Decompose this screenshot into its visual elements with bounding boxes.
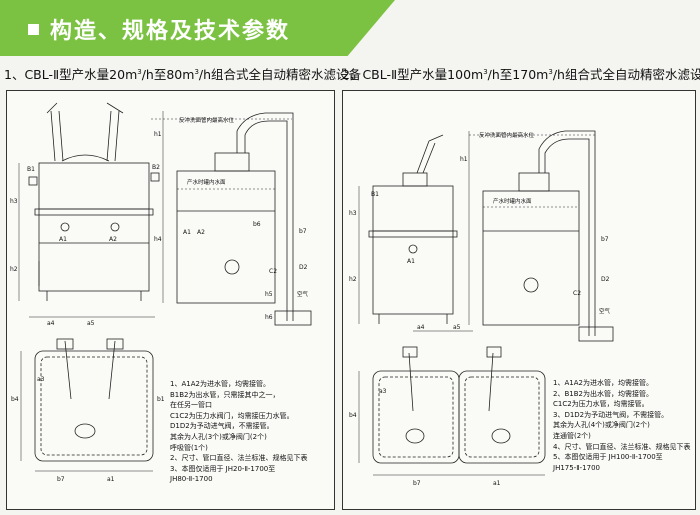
caption-left: 1、CBL-Ⅱ型产水量20m3/h至80m3/h组合式全自动精密水滤设备 xyxy=(4,67,362,82)
technical-drawing-left: B1 B2 A1 A2 h3 h2 反冲洗面管内最高水位 产水时罐内水面 A1 … xyxy=(10,102,312,483)
r-dim-h3-label: h3 xyxy=(349,210,357,217)
r-port-b1-label: B1 xyxy=(371,191,379,198)
r-dim-b7-label: b7 xyxy=(601,236,609,243)
dim-h1-label: h1 xyxy=(154,131,162,138)
r-air-label: 空气 xyxy=(599,307,611,315)
dim-b6-label: b6 xyxy=(253,221,261,228)
dim-b4-label: b4 xyxy=(11,396,19,403)
port-a2-label: A2 xyxy=(109,236,117,243)
r-port-a1-label: A1 xyxy=(407,258,415,265)
dim-a5-label: a5 xyxy=(87,320,95,327)
side-a1-label: A1 xyxy=(183,229,191,236)
port-a1-label: A1 xyxy=(59,236,67,243)
r-dim-a5-label: a5 xyxy=(453,324,461,331)
r-dim-a4-label: a4 xyxy=(417,324,425,331)
square-bullet-icon xyxy=(28,24,39,35)
dim-h3-label: h3 xyxy=(10,198,18,205)
section-banner: 构造、规格及技术参数 xyxy=(0,0,395,56)
port-b1-label: B1 xyxy=(27,166,35,173)
drawing-panel-left: B1 B2 A1 A2 h3 h2 反冲洗面管内最高水位 产水时罐内水面 A1 … xyxy=(6,90,335,510)
port-c2-label: C2 xyxy=(269,268,277,275)
air-label: 空气 xyxy=(297,290,309,298)
dim-a3-label: a3 xyxy=(37,376,45,383)
backwash-level-label: 反冲洗面管内最高水位 xyxy=(179,116,235,124)
dim-h2-label: h2 xyxy=(10,266,18,273)
r-dim-h2-label: h2 xyxy=(349,276,357,283)
notes-right: 1、A1A2为进水管，均需接管。2、B1B2为出水管，均需接管。C1C2为压力水… xyxy=(553,379,691,472)
r-dim-a3-label: a3 xyxy=(379,388,387,395)
r-tank-level-label: 产水时罐内水面 xyxy=(493,197,532,205)
dim-b7-label: b7 xyxy=(299,228,307,235)
r-dim-b4-label: b4 xyxy=(349,412,357,419)
technical-drawing-right: B1 A1 h3 h2 反冲洗面管内最高水位 产水时罐内水面 b7 D2 C2 … xyxy=(349,130,614,487)
port-b2-label: B2 xyxy=(152,164,160,171)
tank-level-label: 产水时罐内水面 xyxy=(187,178,226,186)
dim-b1-label: b1 xyxy=(157,396,165,403)
port-d2-label: D2 xyxy=(299,264,308,271)
dim-h6-label: h6 xyxy=(265,314,273,321)
r-port-c2-label: C2 xyxy=(573,290,581,297)
dim-a2-label: a1 xyxy=(107,476,115,483)
r-backwash-level-label: 反冲洗面管内最高水位 xyxy=(479,131,535,139)
dim-h5-label: h5 xyxy=(265,291,273,298)
dim-a4-label: a4 xyxy=(47,320,55,327)
section-title: 构造、规格及技术参数 xyxy=(50,19,291,44)
drawing-panel-right: B1 A1 h3 h2 反冲洗面管内最高水位 产水时罐内水面 b7 D2 C2 … xyxy=(342,90,696,510)
r-dim-a2-label: a1 xyxy=(493,480,501,487)
dim-h4-label: h4 xyxy=(154,236,162,243)
dim-a1-label: b7 xyxy=(57,476,65,483)
caption-right: 2、CBL-Ⅱ型产水量100m3/h至170m3/h组合式全自动精密水滤设备 xyxy=(342,67,700,82)
r-port-d2-label: D2 xyxy=(601,276,610,283)
side-a2-label: A2 xyxy=(197,229,205,236)
r-dim-a1-label: b7 xyxy=(413,480,421,487)
r-dim-h1-label: h1 xyxy=(460,156,468,163)
